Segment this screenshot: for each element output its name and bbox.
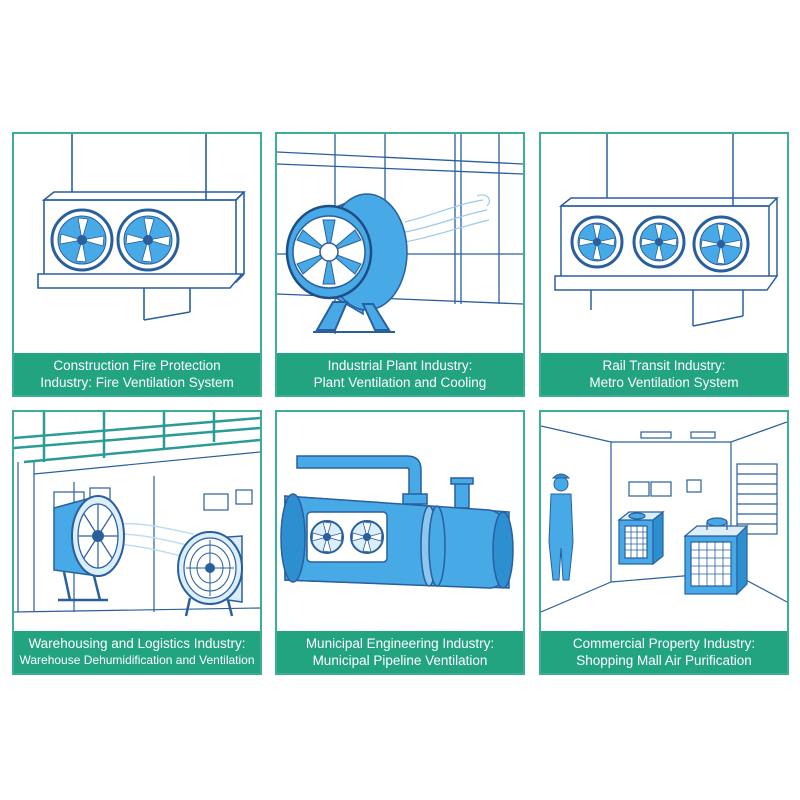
- axial-fan-icon: [277, 134, 523, 334]
- panel-industrial: Industrial Plant Industry: Plant Ventila…: [275, 132, 525, 397]
- fan-icon: [50, 208, 114, 272]
- caption-line-1: Industrial Plant Industry:: [327, 358, 473, 373]
- caption-line-2: Plant Ventilation and Cooling: [313, 375, 487, 390]
- panel-rail: Rail Transit Industry: Metro Ventilation…: [539, 132, 789, 397]
- air-purifier-units-icon: [541, 421, 787, 613]
- fan-icon: [632, 215, 686, 269]
- fan-housing: [285, 193, 408, 316]
- warehouse-fans-icon: [14, 412, 260, 617]
- air-unit: [683, 517, 749, 596]
- caption-line-2: Metro Ventilation System: [589, 375, 739, 390]
- caption-line-1: Warehousing and Logistics Industry:: [28, 636, 246, 651]
- caption-line-2: Warehouse Dehumidification and Ventilati…: [19, 653, 255, 667]
- caption-line-2: Industry: Fire Ventilation System: [40, 375, 234, 390]
- air-unit: [617, 510, 665, 566]
- caption-line-1: Rail Transit Industry:: [602, 358, 726, 373]
- caption-line-1: Construction Fire Protection: [53, 358, 221, 373]
- fan-icon: [310, 520, 344, 554]
- panel-warehousing: Warehousing and Logistics Industry: Ware…: [12, 410, 262, 675]
- fan-icon: [350, 520, 384, 554]
- triple-fan-unit-icon: [554, 134, 779, 327]
- panel-caption: Commercial Property Industry: Shopping M…: [541, 631, 787, 673]
- fan-icon: [53, 495, 125, 602]
- panel-caption: Municipal Engineering Industry: Municipa…: [277, 631, 523, 673]
- panel-caption: Rail Transit Industry: Metro Ventilation…: [541, 353, 787, 395]
- panel-municipal: Municipal Engineering Industry: Municipa…: [275, 410, 525, 675]
- fan-icon: [692, 215, 750, 273]
- panel-caption: Industrial Plant Industry: Plant Ventila…: [277, 353, 523, 395]
- fan-icon: [116, 208, 180, 272]
- worker-icon: [548, 473, 574, 581]
- dual-fan-unit-icon: [37, 134, 246, 321]
- caption-line-2: Shopping Mall Air Purification: [576, 653, 752, 668]
- caption-line-2: Municipal Pipeline Ventilation: [312, 653, 488, 668]
- caption-line-1: Municipal Engineering Industry:: [305, 636, 495, 651]
- panel-caption: Warehousing and Logistics Industry: Ware…: [14, 631, 260, 673]
- fan-icon: [570, 215, 624, 269]
- pipeline-icon: [280, 455, 514, 589]
- caption-line-1: Commercial Property Industry:: [572, 636, 756, 651]
- panel-construction: Construction Fire Protection Industry: F…: [12, 132, 262, 397]
- fan-icon: [177, 531, 243, 617]
- panel-caption: Construction Fire Protection Industry: F…: [14, 353, 260, 395]
- panel-commercial: Commercial Property Industry: Shopping M…: [539, 410, 789, 675]
